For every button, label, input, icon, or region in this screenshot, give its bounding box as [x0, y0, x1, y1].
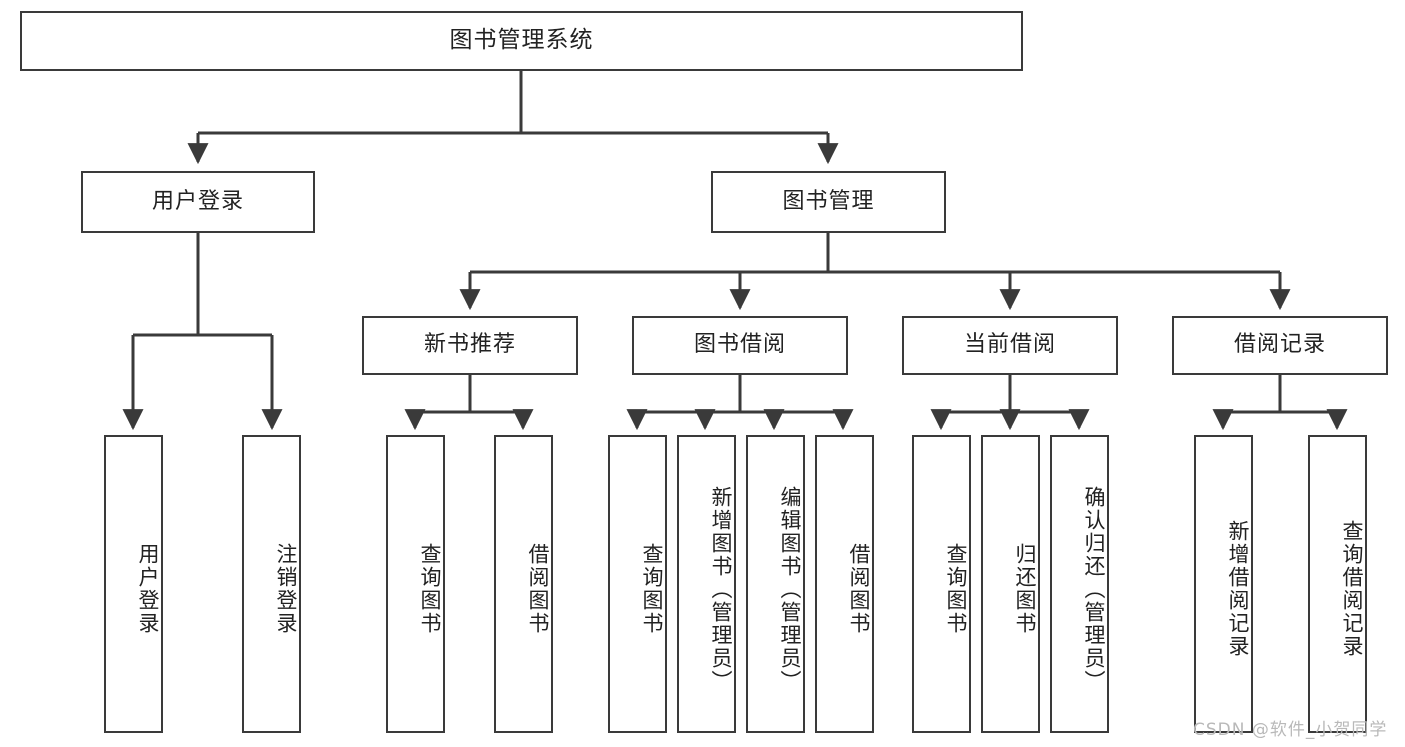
- node-label: 归还图书: [1013, 543, 1037, 635]
- node-label: 查询借阅记录: [1340, 520, 1364, 658]
- node-borrow-record[interactable]: 借阅记录: [1172, 316, 1388, 375]
- node-book-borrow[interactable]: 图书借阅: [632, 316, 848, 375]
- node-label: 用户登录: [151, 188, 244, 214]
- leaf-book-borrow-edit-book-admin[interactable]: 编辑图书（管理员）: [746, 435, 805, 733]
- leaf-current-borrow-confirm-return-admin[interactable]: 确认归还（管理员）: [1050, 435, 1109, 733]
- node-label: 查询图书: [944, 543, 968, 635]
- leaf-user-login-logout[interactable]: 注销登录: [242, 435, 301, 733]
- node-label: 查询图书: [418, 543, 442, 635]
- leaf-book-borrow-borrow-book[interactable]: 借阅图书: [815, 435, 874, 733]
- leaf-borrow-record-add-record[interactable]: 新增借阅记录: [1194, 435, 1253, 733]
- leaf-new-book-borrow-book[interactable]: 借阅图书: [494, 435, 553, 733]
- node-label: 新增借阅记录: [1226, 520, 1250, 658]
- node-label: 新增图书（管理员）: [709, 485, 733, 693]
- csdn-watermark: CSDN @软件_小贺同学: [1193, 720, 1388, 740]
- node-label: 当前借阅: [963, 332, 1056, 358]
- node-label: 借阅记录: [1233, 332, 1326, 358]
- leaf-current-borrow-query-book[interactable]: 查询图书: [912, 435, 971, 733]
- node-label: 借阅图书: [847, 543, 871, 635]
- node-current-borrow[interactable]: 当前借阅: [902, 316, 1118, 375]
- leaf-book-borrow-query-book[interactable]: 查询图书: [608, 435, 667, 733]
- node-root-book-management-system[interactable]: 图书管理系统: [20, 11, 1023, 71]
- node-new-book-recommend[interactable]: 新书推荐: [362, 316, 578, 375]
- leaf-user-login-login[interactable]: 用户登录: [104, 435, 163, 733]
- leaf-borrow-record-query-record[interactable]: 查询借阅记录: [1308, 435, 1367, 733]
- node-label: 图书管理: [782, 188, 875, 214]
- node-book-management[interactable]: 图书管理: [711, 171, 946, 233]
- node-label: 用户登录: [136, 543, 160, 635]
- node-label: 图书管理系统: [449, 27, 594, 54]
- leaf-book-borrow-add-book-admin[interactable]: 新增图书（管理员）: [677, 435, 736, 733]
- leaf-new-book-query-book[interactable]: 查询图书: [386, 435, 445, 733]
- node-label: 借阅图书: [526, 543, 550, 635]
- node-label: 注销登录: [274, 543, 298, 635]
- node-label: 查询图书: [640, 543, 664, 635]
- node-label: 编辑图书（管理员）: [778, 485, 802, 693]
- node-label: 图书借阅: [693, 332, 786, 358]
- node-label: 新书推荐: [423, 332, 516, 358]
- leaf-current-borrow-return-book[interactable]: 归还图书: [981, 435, 1040, 733]
- node-user-login[interactable]: 用户登录: [81, 171, 315, 233]
- node-label: 确认归还（管理员）: [1082, 485, 1106, 693]
